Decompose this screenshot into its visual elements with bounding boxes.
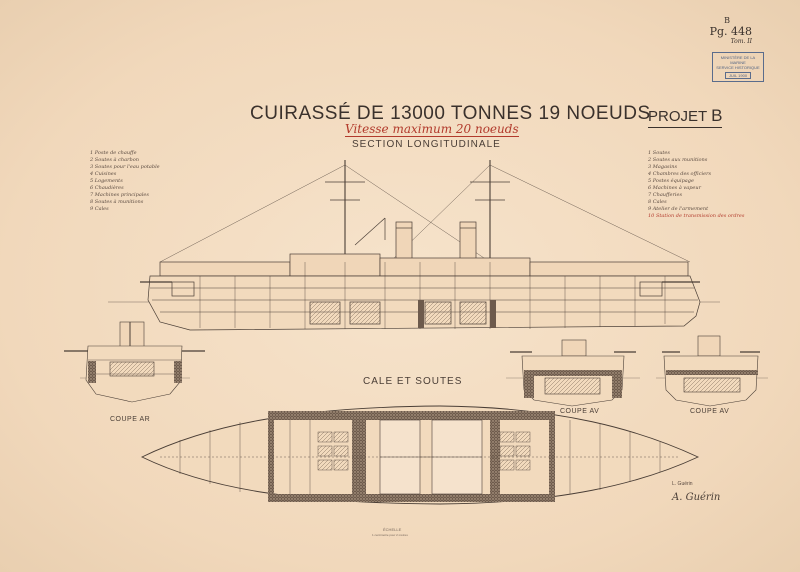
coupe-ar-label: COUPE AR bbox=[110, 416, 151, 423]
legend-item: 10 Station de transmission des ordres bbox=[648, 213, 745, 219]
coupe-av-drawing bbox=[506, 339, 640, 407]
legend-item: 1 Soutes bbox=[648, 150, 670, 156]
project-label: PROJET B bbox=[648, 106, 723, 128]
signature-caption: L. Guérin bbox=[672, 481, 693, 487]
legend-item: 5 Postes équipage bbox=[648, 178, 694, 184]
legend-item: 3 Soutes pour l'eau potable bbox=[90, 164, 160, 170]
section-label: SECTION LONGITUDINALE bbox=[352, 139, 501, 150]
project-prefix: PROJET bbox=[648, 108, 707, 125]
coupe-right-drawing bbox=[656, 335, 768, 407]
legend-item: 7 Machines principales bbox=[90, 192, 149, 198]
legend-item: 8 Soutes à munitions bbox=[90, 199, 144, 205]
stamp-date: JUIL 1900 bbox=[724, 72, 752, 79]
coupe-av-label: COUPE AV bbox=[560, 408, 600, 415]
legend-item: 2 Soutes à charbon bbox=[90, 157, 139, 163]
legend-item: 4 Cuisines bbox=[90, 171, 117, 177]
reference-letter: B bbox=[724, 16, 730, 25]
archive-stamp: MINISTÈRE DE LA MARINE SERVICE HISTORIQU… bbox=[712, 52, 764, 82]
signature: A. Guérin bbox=[672, 492, 721, 503]
legend-item: 6 Chaudières bbox=[90, 185, 124, 191]
coupe-right-label: COUPE AV bbox=[690, 408, 730, 415]
legend-item: 5 Logements bbox=[90, 178, 123, 184]
hold-plan-drawing bbox=[140, 405, 700, 505]
legend-item: 7 Chaufferies bbox=[648, 192, 683, 198]
scale-label: ÉCHELLE bbox=[383, 527, 402, 532]
legend-left: 1 Poste de chauffe 2 Soutes à charbon 3 … bbox=[90, 150, 160, 213]
longitudinal-section bbox=[108, 160, 720, 331]
legend-item: 6 Machines à vapeur bbox=[648, 185, 701, 191]
project-letter: B bbox=[711, 106, 723, 125]
legend-item: 9 Atelier de l'armement bbox=[648, 206, 709, 212]
catalogue-reference: B Pg. 448 Tom. II bbox=[710, 16, 752, 45]
drawing-title: CUIRASSÉ DE 13000 TONNES 19 NOEUDS bbox=[250, 103, 651, 124]
legend-item: 2 Soutes aux munitions bbox=[648, 157, 708, 163]
legend-item: 4 Chambres des officiers bbox=[648, 171, 712, 177]
coupe-ar-drawing bbox=[64, 321, 205, 403]
stamp-line: MARINE bbox=[730, 60, 746, 65]
legend-item: 1 Poste de chauffe bbox=[90, 150, 137, 156]
reference-tome: Tom. II bbox=[730, 38, 752, 45]
scale-note: 1 centimètre pour 2 mètres bbox=[372, 533, 408, 537]
reference-code: Pg. 448 bbox=[709, 25, 752, 38]
legend-item: 8 Cales bbox=[648, 199, 667, 205]
stamp-line: SERVICE HISTORIQUE bbox=[716, 65, 760, 70]
stamp-line: MINISTÈRE DE LA bbox=[720, 55, 756, 60]
drawing-subtitle: Vitesse maximum 20 noeuds bbox=[345, 122, 519, 137]
legend-right: 1 Soutes 2 Soutes aux munitions 3 Magasi… bbox=[648, 150, 744, 220]
legend-item: 3 Magasins bbox=[648, 164, 678, 170]
legend-item: 9 Cales bbox=[90, 206, 109, 212]
hold-plan-label: CALE ET SOUTES bbox=[363, 376, 463, 387]
